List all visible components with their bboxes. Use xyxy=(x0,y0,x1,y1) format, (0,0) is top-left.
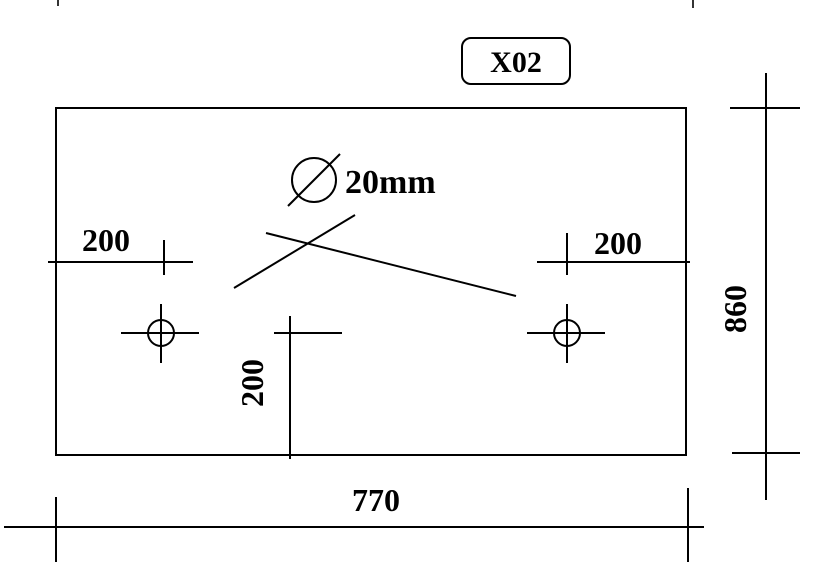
right-offset-dimension: 200 xyxy=(537,225,690,275)
hole-size-label: 20mm xyxy=(345,164,436,201)
overall-height-label: 860 xyxy=(717,285,753,333)
right-hole xyxy=(527,304,605,363)
leader-line-left xyxy=(233,214,356,289)
leader-line-right xyxy=(265,232,517,297)
diameter-symbol-slash xyxy=(287,153,341,207)
hole-height-label: 200 xyxy=(234,359,270,407)
plate-outline xyxy=(55,107,687,456)
left-offset-dimension: 200 xyxy=(48,222,193,275)
overall-height-dimension: 860 xyxy=(717,73,800,500)
hole-diameter-callout: 20mm xyxy=(233,153,517,297)
left-hole xyxy=(121,304,199,363)
left-offset-label: 200 xyxy=(82,222,130,258)
part-label-frame xyxy=(461,37,571,85)
diameter-symbol-circle xyxy=(291,157,337,203)
overall-width-label: 770 xyxy=(352,482,400,518)
part-label: X02 xyxy=(490,46,542,79)
hole-height-dimension: 200 xyxy=(234,316,342,459)
right-offset-label: 200 xyxy=(594,225,642,261)
part-label-badge: X02 xyxy=(461,37,571,85)
overall-width-dimension: 770 xyxy=(4,482,704,562)
